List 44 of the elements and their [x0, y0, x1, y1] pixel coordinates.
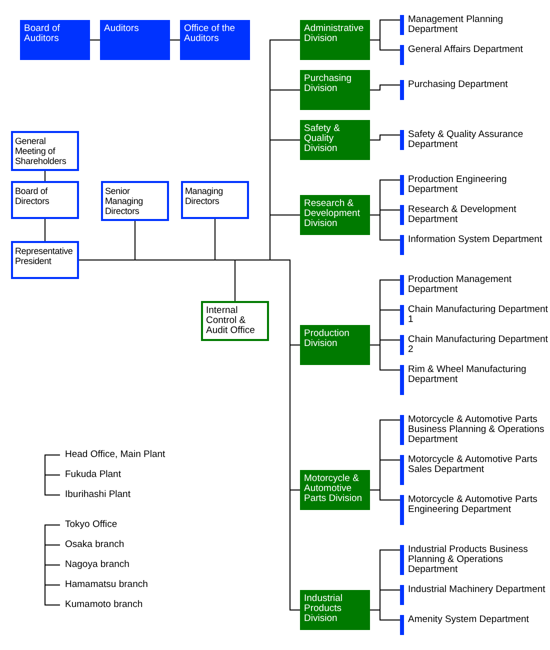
connector-line: [370, 134, 400, 140]
department-label: Safety & Quality Assurance Department: [400, 130, 548, 150]
auditor-box: Auditors: [100, 20, 170, 60]
department-label: Motorcycle & Automotive Parts Sales Department: [400, 455, 548, 485]
division-box: Industrial Products Division: [300, 590, 370, 630]
location-label: Hamamatsu branch: [65, 580, 148, 590]
division-box: Production Division: [300, 325, 370, 365]
auditor-box: Board of Auditors: [20, 20, 90, 60]
connector-line: [44, 218, 46, 242]
department-label: Purchasing Department: [400, 80, 548, 100]
department-label: Industrial Machinery Department: [400, 585, 548, 605]
department-label: Motorcycle & Automotive Parts Engineering Department: [400, 495, 548, 525]
department-label: Amenity System Department: [400, 615, 548, 635]
department-label: Production Management Department: [400, 275, 548, 295]
department-label: Research & Development Department: [400, 205, 548, 225]
executive-box: General Meeting of Shareholders: [11, 131, 79, 171]
division-box: Motorcycle & Automotive Parts Division: [300, 470, 370, 510]
executive-box: Board of Directors: [11, 181, 79, 219]
department-label: General Affairs Department: [400, 45, 548, 65]
division-box: Safety & Quality Division: [300, 120, 370, 160]
executive-box: Managing Directors: [181, 181, 249, 219]
department-label: Chain Manufacturing Department 2: [400, 335, 548, 355]
executive-box: Senior Managing Directors: [101, 181, 169, 221]
connector-line: [370, 84, 400, 90]
office-box: Internal Control & Audit Office: [201, 301, 269, 341]
location-label: Osaka branch: [65, 540, 124, 550]
executive-box: Representative President: [11, 241, 79, 279]
division-box: Research & Development Division: [300, 195, 370, 235]
department-label: Rim & Wheel Manufacturing Department: [400, 365, 548, 395]
department-label: Chain Manufacturing Department 1: [400, 305, 548, 325]
department-label: Motorcycle & Automotive Parts Business Planning & Operations Department: [400, 415, 548, 445]
division-box: Purchasing Division: [300, 70, 370, 110]
department-label: Production Engineering Department: [400, 175, 548, 195]
department-label: Information System Department: [400, 235, 548, 255]
location-label: Kumamoto branch: [65, 600, 143, 610]
department-label: Management Planning Department: [400, 15, 548, 35]
location-label: Tokyo Office: [65, 520, 118, 530]
location-label: Head Office, Main Plant: [65, 450, 166, 460]
division-box: Administrative Division: [300, 20, 370, 60]
location-label: Fukuda Plant: [65, 470, 121, 480]
department-label: Industrial Products Business Planning & Operations Department: [400, 545, 548, 575]
location-label: Iburihashi Plant: [65, 490, 130, 500]
auditor-box: Office of the Auditors: [180, 20, 250, 60]
location-label: Nagoya branch: [65, 560, 130, 570]
